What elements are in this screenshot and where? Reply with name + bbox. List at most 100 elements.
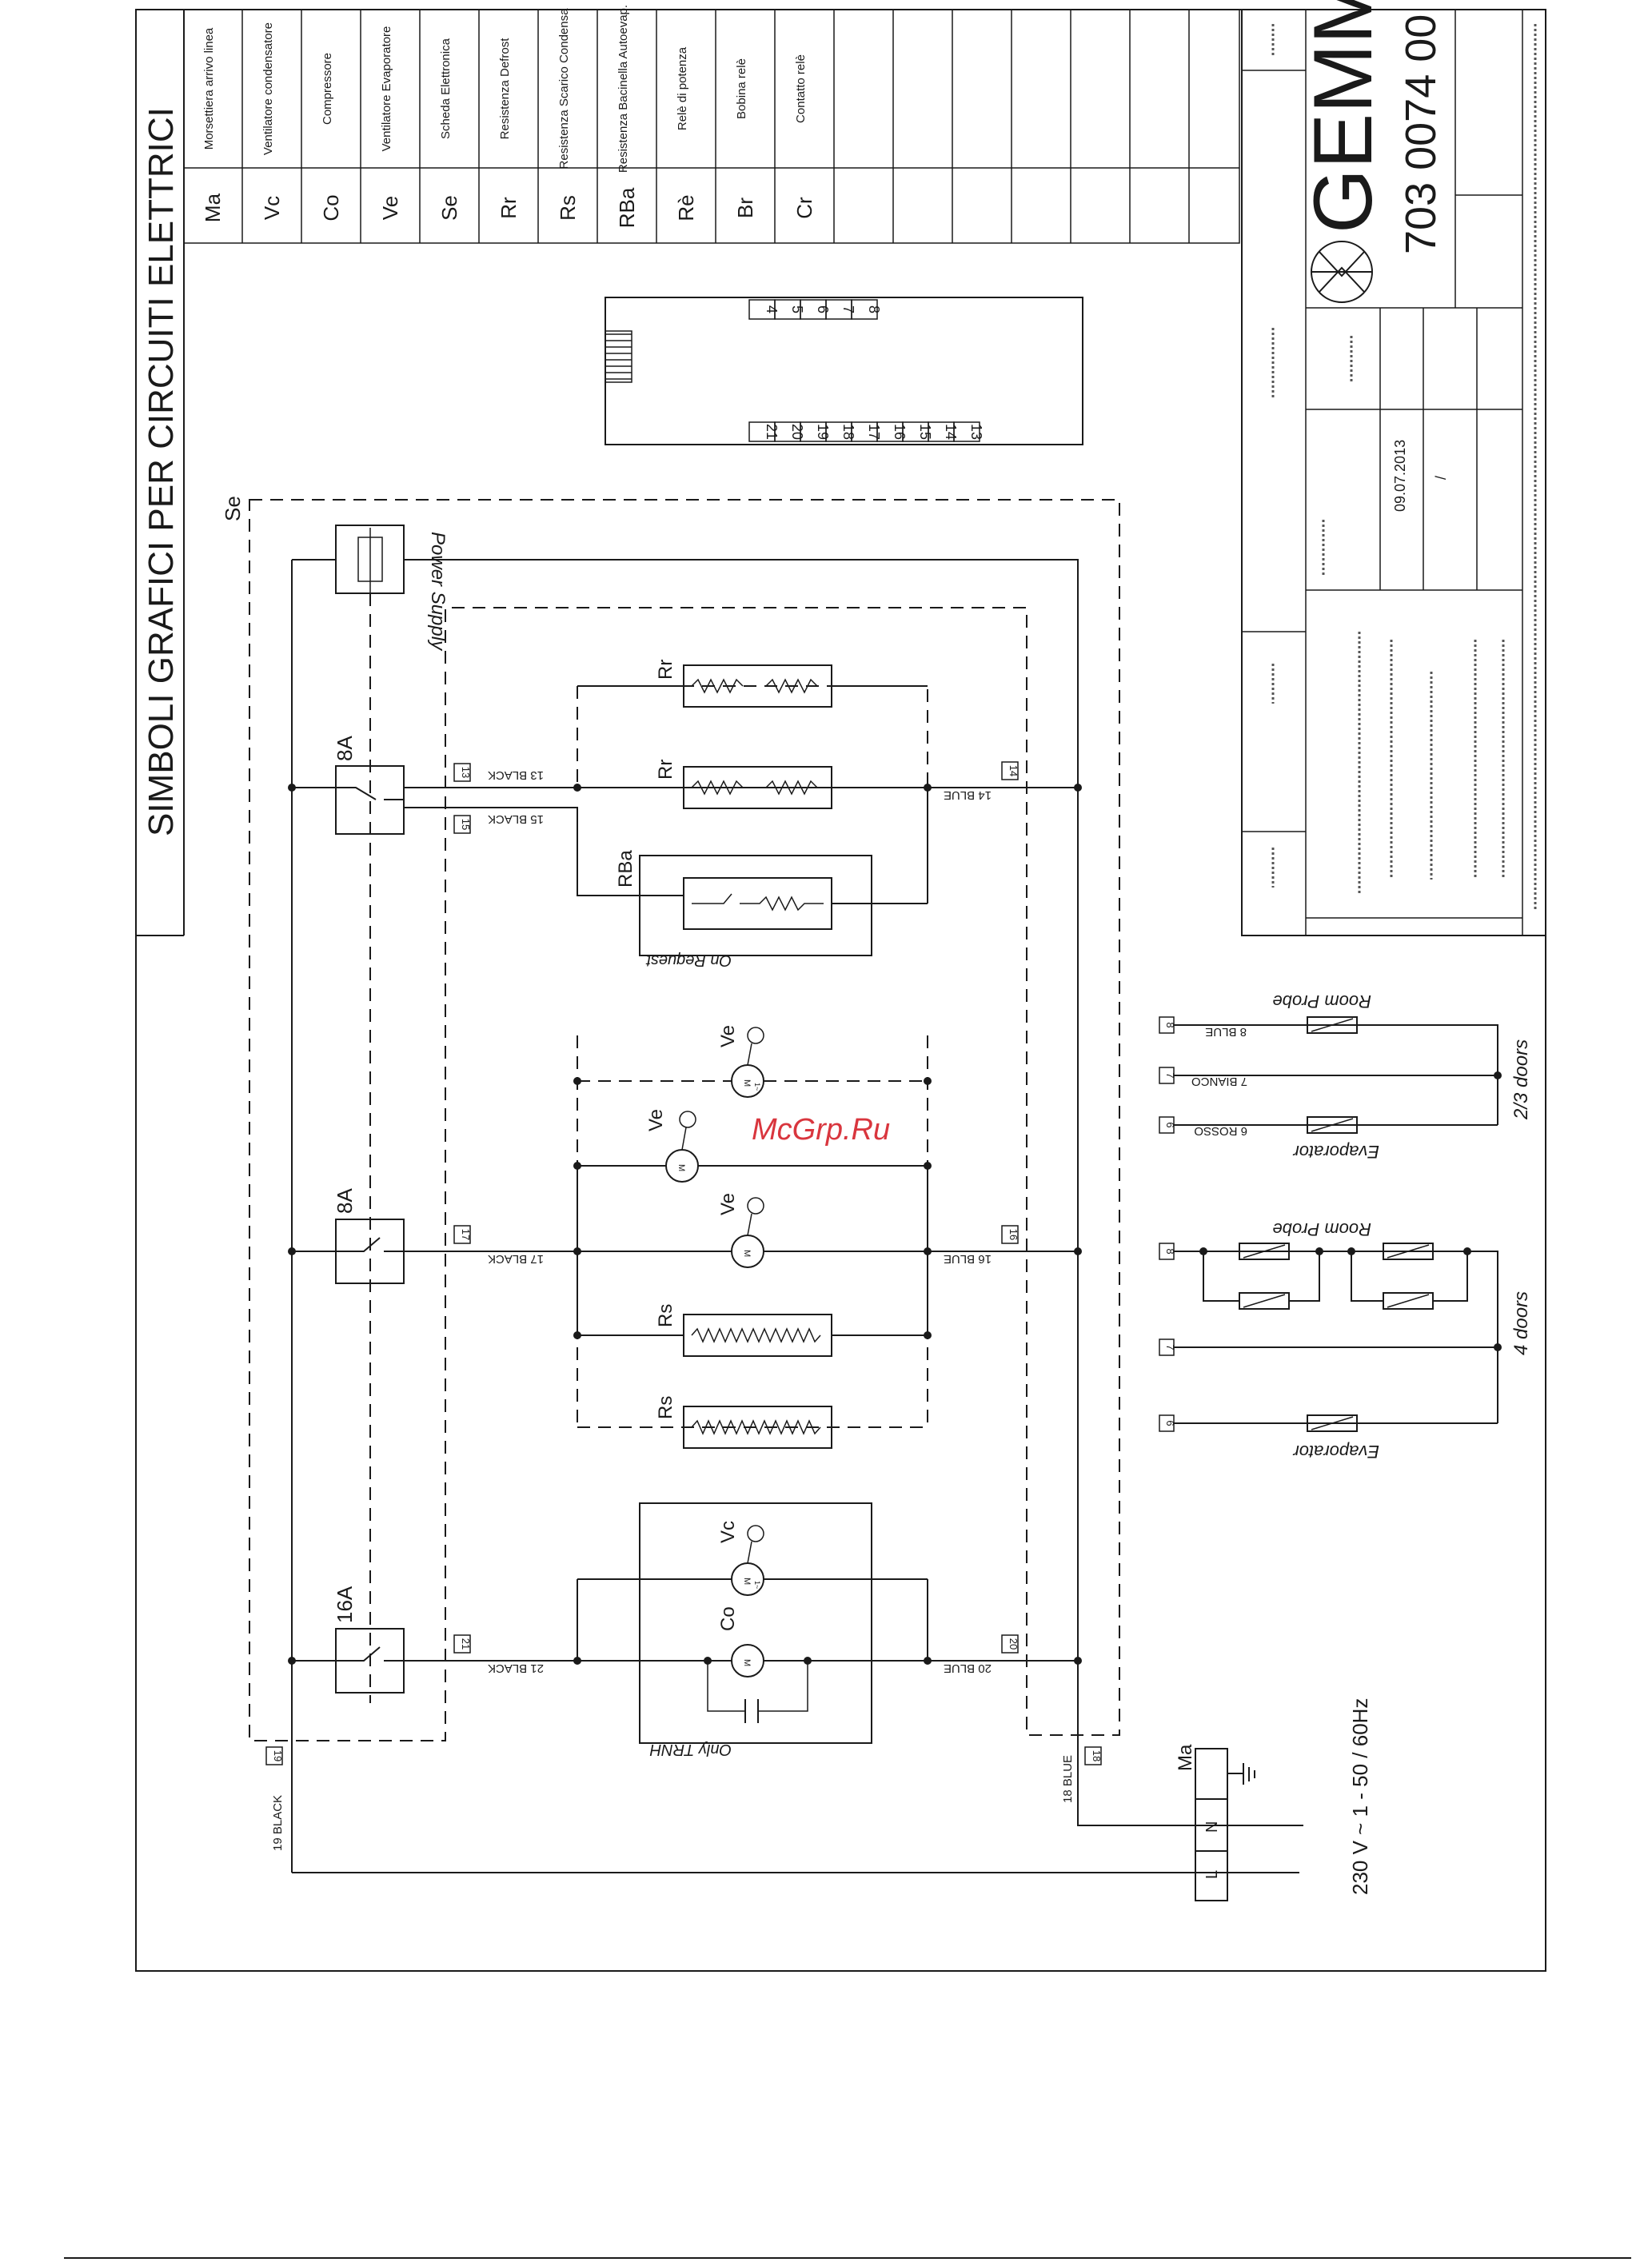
doors-2-3-label: 2/3 doors [1510,1039,1532,1120]
resistor-rr-1-label: Rr [655,660,676,680]
board-pin-4: 4 [764,305,780,313]
board-pin-18: 18 [840,424,856,440]
board-pins-bottom [748,421,980,442]
legend-code-rr: Rr [497,197,521,219]
drawing-date: 09.07.2013 [1392,440,1408,512]
title-block: GEMM 703 0074 00 09.07.2013 / [1241,0,1546,936]
board-pin-16: 16 [892,424,908,440]
board-pin-7: 7 [840,305,856,313]
resistor-rs-1-label: Rs [655,1304,676,1327]
resistor-rr-1 [683,664,832,708]
compressor-co-label: Co [717,1606,739,1631]
svg-text:M: M [742,1659,752,1666]
rba-on-request-box [639,855,872,956]
svg-text:M: M [742,1578,752,1585]
svg-text:1~: 1~ [753,1083,761,1091]
wire-19-label: 19 BLACK [271,1795,285,1851]
wire-16-label: 16 BLUE [944,1252,992,1266]
probe-4-doors [1159,1243,1502,1432]
svg-text:16: 16 [1008,1229,1020,1240]
drawing-number: 703 0074 00 [1397,14,1445,254]
legend-code-co: Co [319,194,343,221]
watermark: McGrp.Ru [752,1113,890,1147]
board-pin-14: 14 [943,424,959,440]
wire-7-label: 7 BIANCO [1191,1075,1247,1088]
wire-17-label: 17 BLACK [488,1252,544,1266]
svg-text:13: 13 [460,767,472,778]
svg-text:M: M [742,1250,752,1257]
probe-evap-label-1: Evaporator [1292,1142,1379,1162]
svg-text:1~: 1~ [753,1581,761,1589]
legend-code-rba: RBa [615,187,639,228]
resistor-rs-2-label: Rs [655,1396,676,1419]
legend-desc-co: Compressore [321,53,334,125]
brand-logo-icon [1311,241,1373,303]
resistor-rs-2 [577,1406,832,1449]
legend-code-rs: Rs [556,195,580,221]
relay-3 [288,1628,405,1694]
on-request-note: On Request [645,951,732,969]
board-pin-8: 8 [866,305,882,313]
supply-n: N [1203,1821,1221,1833]
terminal-18 [1084,1746,1102,1765]
doors-4-label: 4 doors [1510,1291,1532,1355]
legend-desc-se: Scheda Elettronica [439,38,453,139]
power-supply-label: Power Supply [427,532,449,652]
board-connector: 4 5 6 7 8 21 20 19 18 17 16 15 14 13 [605,297,1083,445]
fan-vc-label: Vc [717,1521,739,1543]
defrost-group [577,685,928,788]
terminal-14 [1001,761,1019,780]
legend-desc-vc: Ventilatore condensatore [261,22,275,155]
resistor-rba-label: RBa [615,850,636,888]
wire-power-loop [292,559,1079,788]
wire-13-label: 13 BLACK [488,768,544,782]
motor-labels: M M M M M 1~ 1~ [676,1079,761,1666]
terminal-20 [1001,1634,1019,1654]
board-pin-19: 19 [815,424,831,440]
terminal-21 [453,1634,471,1654]
fan-ve-2 [573,1111,932,1183]
legend-desc-cr: Contatto relè [794,54,808,123]
sheet-title: SIMBOLI GRAFICI PER CIRCUITI ELETTRICI [142,107,181,836]
wire-18-label: 18 BLUE [1061,1755,1075,1803]
wire-15-label: 15 BLACK [488,812,544,826]
svg-text:20: 20 [1008,1638,1020,1650]
fan-ve-3-label: Ve [717,1193,739,1215]
board-pins-top [748,299,878,320]
svg-text:14: 14 [1008,765,1020,776]
wire-neutral-feed [1077,1799,1303,1826]
board-pin-6: 6 [815,305,831,313]
legend-desc-re: Relè di potenza [676,46,689,130]
wire-14-label: 14 BLUE [944,788,992,802]
svg-text:M: M [676,1164,686,1171]
fan-ve-3 [573,1197,932,1268]
terminal-19 [265,1746,283,1765]
svg-text:8: 8 [1164,1022,1176,1027]
legend-table [183,9,1240,244]
svg-text:6: 6 [1164,1122,1176,1127]
legend-code-ma: Ma [201,193,225,222]
illegible-fields [1271,24,1537,912]
relay-1-rating: 8A [333,736,357,761]
relay-2 [288,1219,405,1284]
resistor-rba [683,877,832,930]
fan-ve-1-label: Ve [717,1025,739,1047]
svg-text:M: M [742,1079,752,1087]
svg-text:15: 15 [460,819,472,830]
board-pin-5: 5 [789,305,805,313]
legend-desc-ve: Ventilatore Evaporatore [380,26,393,152]
board-pin-17: 17 [866,424,882,440]
board-pin-21: 21 [764,424,780,440]
relay-3-rating: 16A [333,1586,357,1623]
probe-room-label-2: Room Probe [1272,1219,1371,1239]
legend-code-br: Br [733,197,757,218]
probe-evap-label-2: Evaporator [1292,1442,1379,1462]
svg-text:7: 7 [1164,1344,1176,1350]
supply-terminal-block [1195,1748,1255,1901]
supply-voltage: 230 V ~ 1 - 50 / 60Hz [1348,1698,1372,1895]
resistor-rr-2-label: Rr [655,760,676,780]
fan-ve-2-label: Ve [645,1109,667,1131]
wire-20-label: 20 BLUE [944,1662,992,1675]
board-pin-15: 15 [917,424,933,440]
terminal-15 [453,815,471,834]
